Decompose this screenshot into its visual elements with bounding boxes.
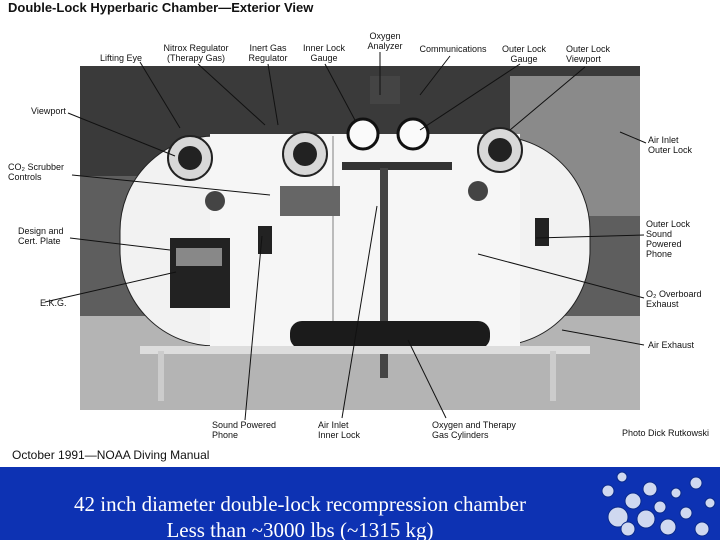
label-sound-powered-phone: Sound Powered Phone bbox=[212, 420, 277, 440]
label-ekg: E.K.G. bbox=[40, 298, 67, 308]
label-inner-lock-gauge: Inner Lock Gauge bbox=[302, 43, 346, 63]
label-lifting-eye: Lifting Eye bbox=[100, 53, 143, 63]
callout-lines bbox=[44, 52, 647, 421]
label-design-cert-plate: Design and Cert. Plate bbox=[18, 226, 64, 246]
label-air-exhaust: Air Exhaust bbox=[648, 340, 695, 350]
label-oxygen-therapy-gas-cylinders: Oxygen and Therapy Gas Cylinders bbox=[432, 420, 516, 440]
label-nitrox-regulator: Nitrox Regulator (Therapy Gas) bbox=[163, 43, 229, 63]
label-co2-scrubber-controls: CO₂ Scrubber Controls bbox=[8, 162, 65, 182]
label-air-inlet-inner-lock: Air Inlet Inner Lock bbox=[318, 420, 361, 440]
label-communications: Communications bbox=[419, 44, 487, 54]
label-inert-gas-regulator: Inert Gas Regulator bbox=[248, 43, 288, 63]
label-viewport: Viewport bbox=[31, 106, 66, 116]
photo-credit: Photo Dick Rutkowski bbox=[622, 428, 710, 438]
page-title: Double-Lock Hyperbaric Chamber—Exterior … bbox=[8, 0, 314, 15]
caption-line-2: Less than ~3000 lbs (~1315 kg) bbox=[166, 518, 434, 542]
label-outer-lock-viewport: Outer Lock Viewport bbox=[566, 44, 611, 64]
chamber-photo bbox=[80, 66, 640, 410]
label-air-inlet-outer-lock: Air Inlet Outer Lock bbox=[648, 135, 693, 155]
label-oxygen-analyzer: Oxygen Analyzer bbox=[367, 31, 403, 51]
source-citation: October 1991—NOAA Diving Manual bbox=[12, 448, 210, 462]
label-outer-lock-sound-powered-phone: Outer Lock Sound Powered Phone bbox=[646, 219, 691, 259]
caption-line-1: 42 inch diameter double-lock recompressi… bbox=[74, 492, 526, 516]
label-outer-lock-gauge: Outer Lock Gauge bbox=[501, 44, 547, 64]
label-o2-overboard-exhaust: O₂ Overboard Exhaust bbox=[646, 289, 702, 309]
bubbles-decoration bbox=[598, 467, 720, 540]
